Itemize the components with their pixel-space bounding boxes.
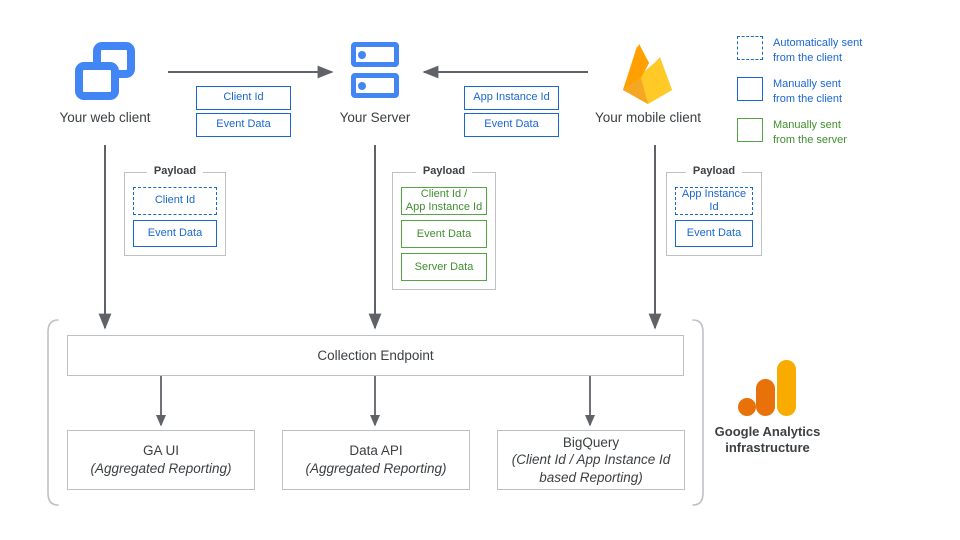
- payload-web-item-client-id: Client Id: [133, 187, 217, 215]
- output-ga-ui-title: GA UI: [142, 443, 179, 459]
- infrastructure-bracket-left: [47, 319, 59, 506]
- payload-mobile-legend: Payload: [685, 165, 743, 177]
- google-analytics-icon: [738, 360, 796, 416]
- firebase-icon: [617, 38, 679, 109]
- payload-web-client: Payload Client Id Event Data: [124, 165, 226, 256]
- collection-endpoint-box: Collection Endpoint: [67, 335, 684, 376]
- ga-brand-line1: Google Analytics: [714, 424, 821, 439]
- legend-item-manual-client: Manually sent from the client: [737, 77, 862, 111]
- output-bigquery-title: BigQuery: [562, 434, 620, 450]
- legend-label-auto-client-line2: from the client: [773, 51, 843, 64]
- payload-web-item-event-data: Event Data: [133, 219, 217, 247]
- output-bigquery-subtitle2: based Reporting): [539, 469, 643, 485]
- payload-mobile-item-event-data: Event Data: [675, 220, 753, 247]
- payload-mobile-item-app-instance-id: App Instance Id: [675, 187, 753, 216]
- payload-server-item-event-data: Event Data: [401, 220, 487, 249]
- mobile-client-label: Your mobile client: [594, 110, 702, 125]
- legend-label-auto-client-line1: Automatically sent: [773, 37, 863, 49]
- web-client-label: Your web client: [59, 110, 151, 125]
- chip-mobile-event-data: Event Data: [464, 113, 559, 137]
- legend-label-manual-server-line1: Manually sent: [773, 119, 841, 131]
- payload-web-legend: Payload: [146, 165, 204, 177]
- payload-mobile-client: Payload App Instance Id Event Data: [666, 165, 762, 256]
- output-data-api-title: Data API: [349, 443, 403, 459]
- legend-label-manual-client-line2: from the client: [773, 92, 843, 105]
- output-box-ga-ui: GA UI (Aggregated Reporting): [67, 430, 255, 490]
- output-box-bigquery: BigQuery (Client Id / App Instance Id ba…: [497, 430, 685, 490]
- legend-item-auto-client: Automatically sent from the client: [737, 36, 862, 70]
- chip-web-client-id: Client Id: [196, 86, 291, 110]
- web-client-icon: [75, 42, 135, 100]
- server-label: Your Server: [339, 110, 411, 125]
- output-data-api-subtitle: (Aggregated Reporting): [305, 461, 447, 476]
- legend-item-manual-server: Manually sent from the server: [737, 118, 862, 152]
- ga-brand-line2: infrastructure: [725, 440, 810, 456]
- legend-swatch-dashed-blue: [737, 36, 763, 60]
- legend-label-manual-server-line2: from the server: [773, 133, 847, 146]
- output-box-data-api: Data API (Aggregated Reporting): [282, 430, 470, 490]
- server-icon: [351, 42, 399, 98]
- payload-server-item-server-data: Server Data: [401, 253, 487, 281]
- chip-web-event-data: Event Data: [196, 113, 291, 137]
- legend-swatch-solid-blue: [737, 77, 763, 101]
- legend-swatch-solid-green: [737, 118, 763, 142]
- infrastructure-bracket-right: [692, 319, 704, 506]
- legend: Automatically sent from the client Manua…: [737, 36, 862, 152]
- payload-server-legend: Payload: [415, 165, 473, 177]
- payload-server: Payload Client Id / App Instance Id Even…: [392, 165, 496, 290]
- payload-server-item-ids: Client Id / App Instance Id: [401, 187, 487, 216]
- legend-label-manual-client-line1: Manually sent: [773, 78, 841, 90]
- google-analytics-brand-label: Google Analytics infrastructure: [690, 424, 845, 457]
- output-bigquery-subtitle: (Client Id / App Instance Id: [511, 452, 671, 468]
- chip-mobile-app-instance-id: App Instance Id: [464, 86, 559, 110]
- output-ga-ui-subtitle: (Aggregated Reporting): [90, 461, 232, 476]
